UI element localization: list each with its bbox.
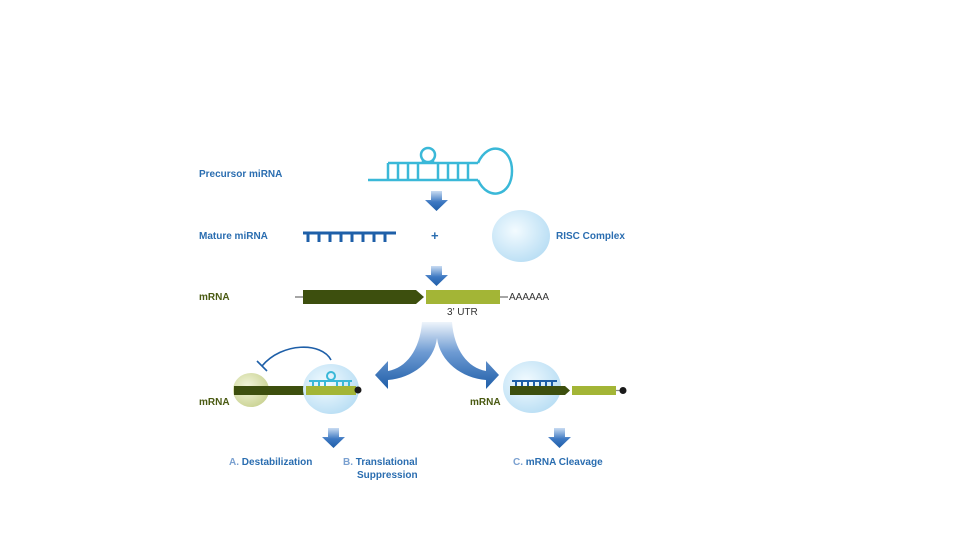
- precursor-mirna-hairpin: [368, 146, 514, 195]
- risc-complex: [492, 210, 550, 262]
- outcome-c-letter: C.: [513, 457, 523, 468]
- outcome-b-letter: B.: [343, 457, 353, 468]
- mrna-main-label: mRNA: [199, 292, 230, 303]
- down-arrow-left-outcome: [322, 428, 345, 448]
- left-bound-mirna: [309, 371, 352, 386]
- split-arrow: [375, 322, 499, 389]
- inhibition-line: [261, 346, 332, 367]
- coding-region: [303, 290, 424, 304]
- right-cap-dot: [619, 387, 627, 394]
- outcome-b: B. Translational Suppression: [343, 457, 418, 482]
- utr-region: [426, 290, 500, 304]
- outcome-a-letter: A.: [229, 457, 239, 468]
- down-arrow-right-outcome: [548, 428, 571, 448]
- mature-mirna: [303, 231, 396, 242]
- left-utr-region: [306, 386, 356, 395]
- right-coding-region: [510, 386, 570, 395]
- plus-sign: +: [431, 228, 439, 243]
- mrna-right-label: mRNA: [470, 397, 501, 408]
- outcome-b-line1: Translational: [355, 457, 418, 468]
- mature-mirna-label: Mature miRNA: [199, 231, 268, 242]
- down-arrow-2: [425, 266, 448, 286]
- risc-complex-label: RISC Complex: [556, 231, 625, 242]
- outcome-c: C. mRNA Cleavage: [513, 457, 603, 469]
- left-mrna-complex: [233, 346, 362, 414]
- mrna-main-strand: [295, 290, 508, 304]
- utr-label: 3’ UTR: [447, 307, 478, 318]
- precursor-mirna-label: Precursor miRNA: [199, 169, 283, 180]
- left-coding-region: [234, 386, 306, 395]
- outcome-a-text: Destabilization: [241, 457, 313, 468]
- mrna-left-label: mRNA: [199, 397, 230, 408]
- polya-tail-label: AAAAAA: [509, 292, 550, 303]
- down-arrow-1: [425, 191, 448, 211]
- left-cap-dot: [354, 386, 362, 394]
- outcome-a: A. Destabilization: [229, 457, 312, 469]
- right-bound-mirna: [512, 380, 557, 386]
- outcome-c-text: mRNA Cleavage: [525, 457, 603, 468]
- right-mrna-complex: [503, 361, 627, 413]
- right-utr-region: [572, 386, 616, 395]
- outcome-b-line2: Suppression: [357, 470, 418, 481]
